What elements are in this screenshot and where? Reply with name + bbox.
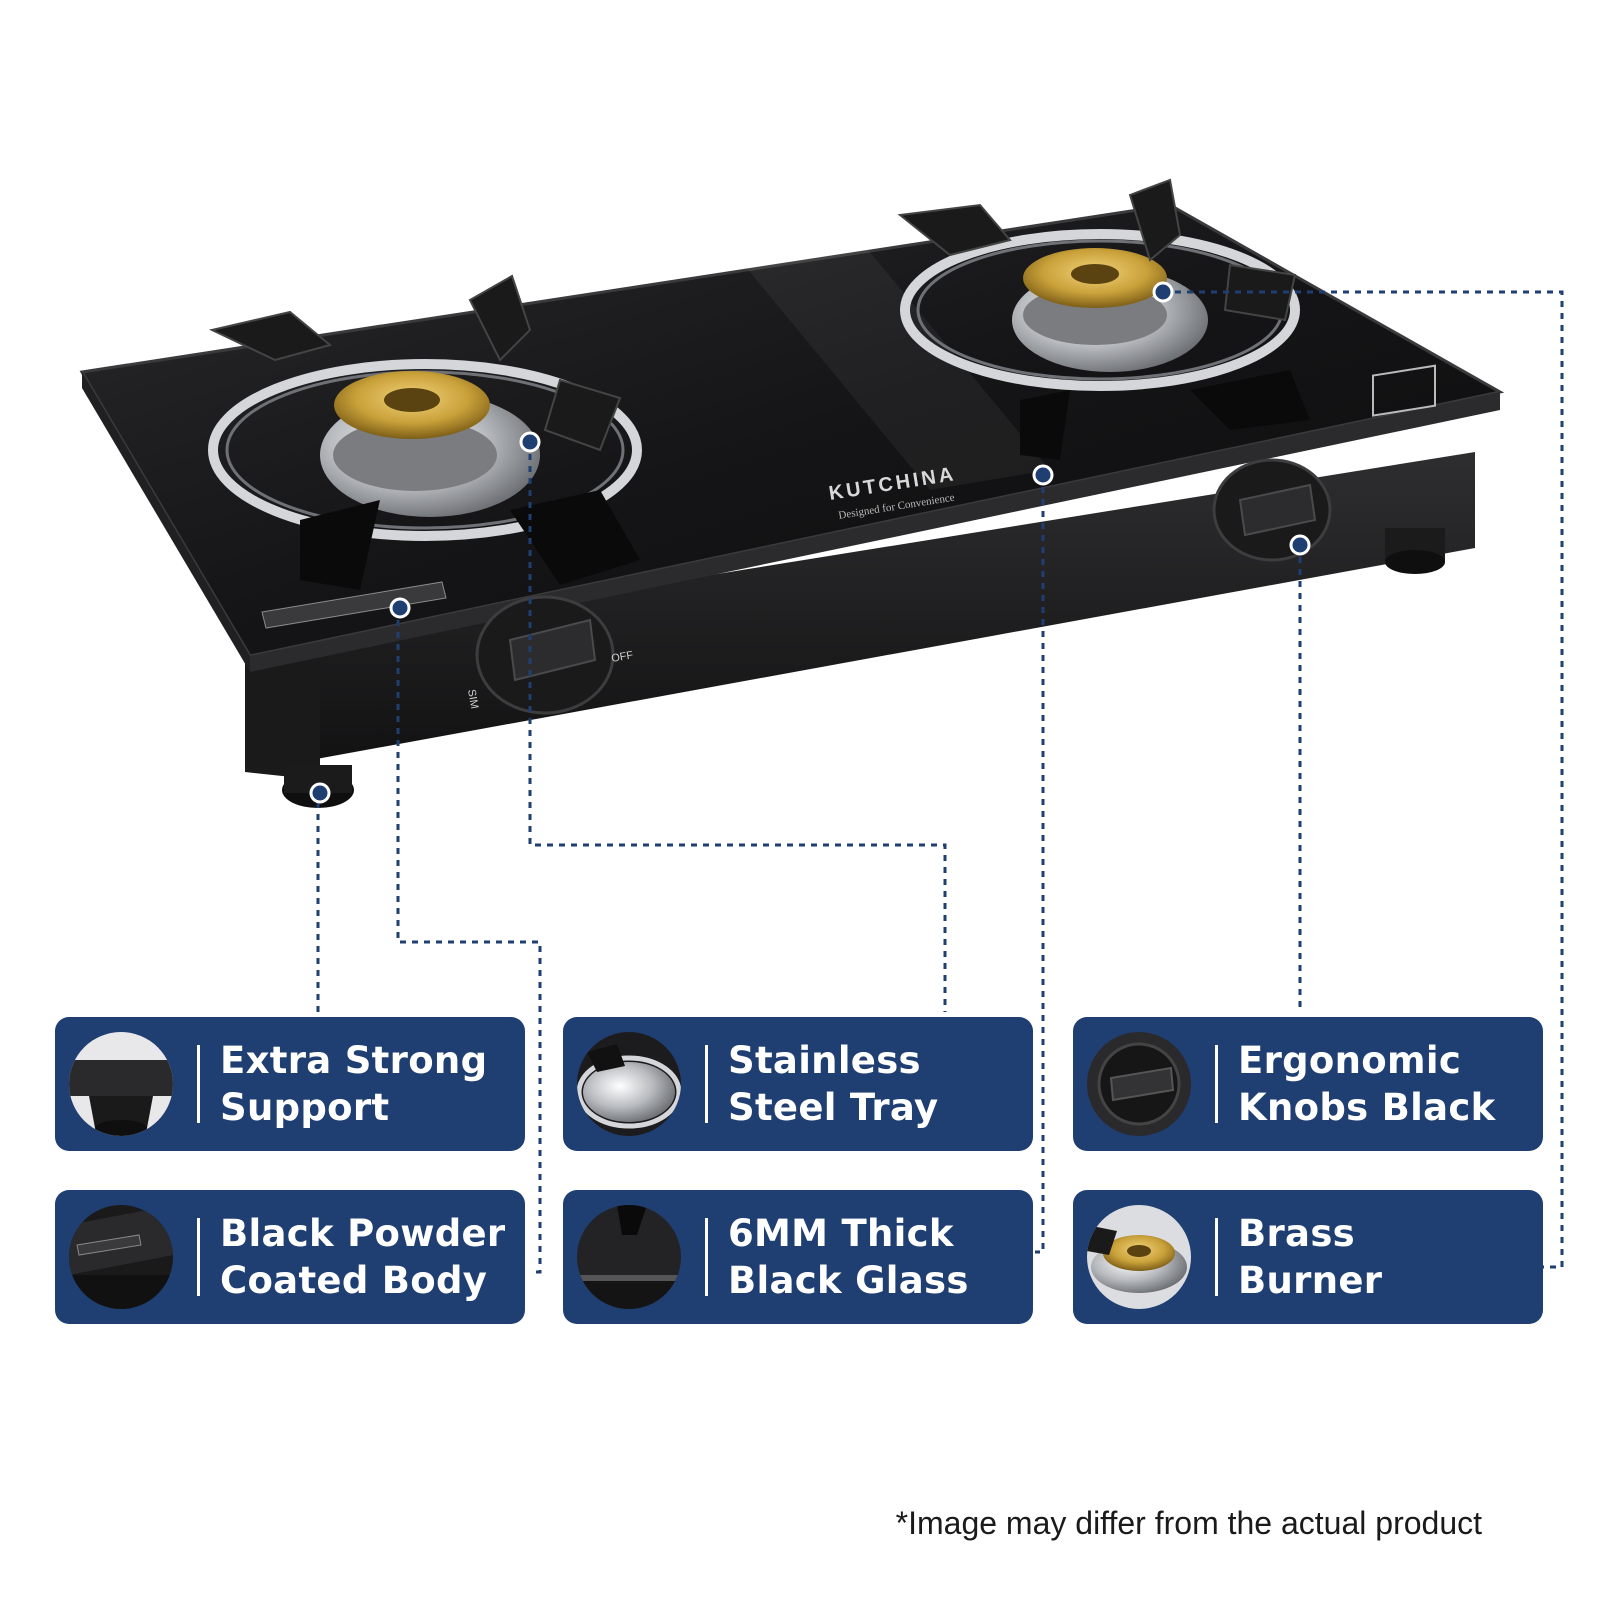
leader-body (396, 608, 542, 1274)
dot-body (389, 597, 411, 619)
steel-tray-icon (577, 1032, 681, 1136)
dot-support (309, 782, 331, 804)
right-burner (897, 178, 1310, 460)
card-divider (1215, 1045, 1218, 1123)
glass-icon (577, 1205, 681, 1309)
knob-off-mark: OFF (610, 649, 634, 665)
leader-burner (1163, 290, 1564, 1269)
callout-leaders (316, 290, 1564, 1274)
dot-burner (1152, 281, 1174, 303)
knob-icon (1087, 1032, 1191, 1136)
dot-glass (1032, 464, 1054, 486)
card-divider (705, 1218, 708, 1296)
brass-burner-icon (1087, 1205, 1191, 1309)
callout-dots (309, 281, 1311, 804)
card-divider (197, 1218, 200, 1296)
dot-tray (519, 431, 541, 453)
card-divider (705, 1045, 708, 1123)
knob-sim-mark: SIM (465, 688, 480, 709)
card-divider (1215, 1218, 1218, 1296)
left-burner (208, 274, 642, 590)
right-knob (1212, 458, 1332, 562)
powder-body-icon (69, 1205, 173, 1309)
stove-leg-icon (69, 1032, 173, 1136)
leader-tray (528, 442, 947, 1012)
dot-knob (1289, 534, 1311, 556)
card-divider (197, 1045, 200, 1123)
leader-glass (1035, 475, 1045, 1254)
disclaimer-text: *Image may differ from the actual produc… (895, 1505, 1482, 1541)
